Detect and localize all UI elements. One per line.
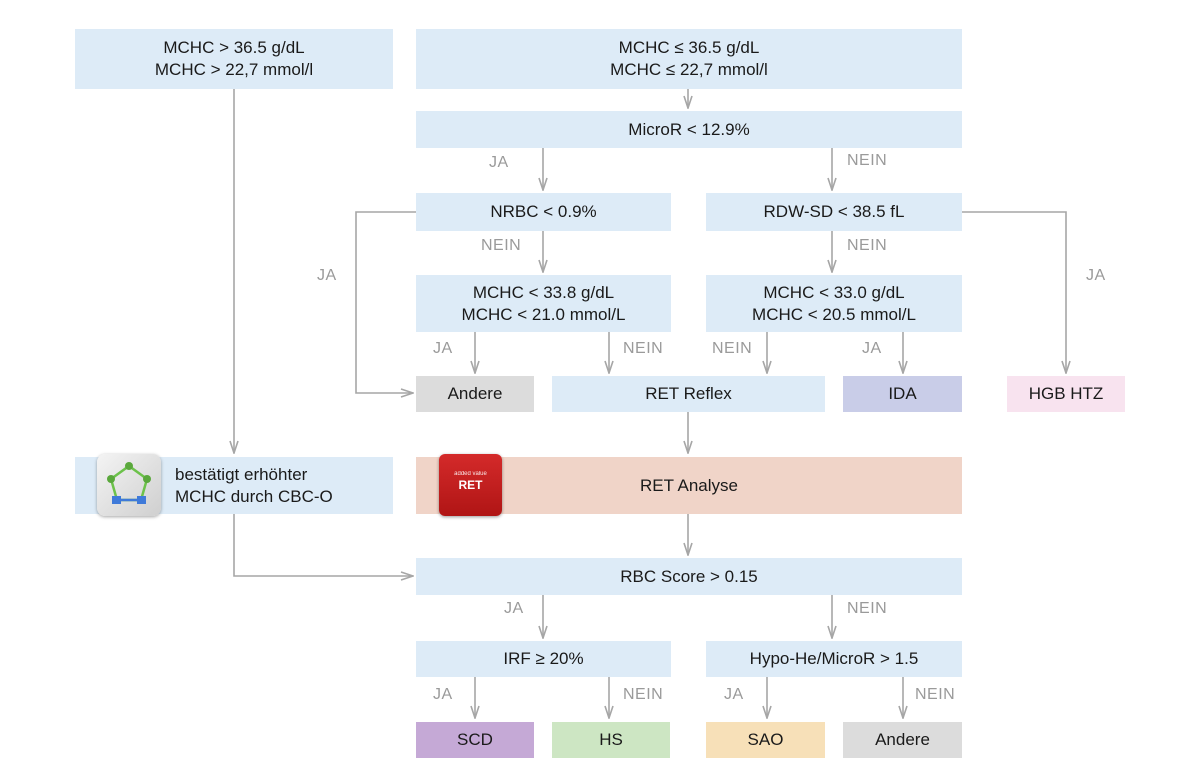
label-mchc338-nein: NEIN (623, 340, 664, 357)
box-hgb-htz: HGB HTZ (1007, 376, 1125, 412)
box-rbc-score: RBC Score > 0.15 (416, 558, 962, 595)
label-mchc330-ja: JA (862, 340, 882, 357)
badge-top-text: added value (454, 471, 487, 477)
box-ret-analyse: RET Analyse (416, 457, 962, 514)
box-mchc-high-line2: MCHC > 22,7 mmol/l (154, 60, 314, 79)
box-mchc-330-line2: MCHC < 20.5 mmol/L (752, 304, 916, 324)
label-irf-nein: NEIN (623, 686, 664, 703)
ret-added-value-badge: added value RET (439, 454, 502, 516)
box-micror: MicroR < 12.9% (416, 111, 962, 148)
label-rdw-nein: NEIN (847, 237, 888, 254)
label-rbc-ja: JA (504, 600, 524, 617)
connector-cbc-to-rbc-score (233, 514, 413, 576)
box-mchc-330-line1: MCHC < 33.0 g/dL (763, 282, 905, 302)
box-sao: SAO (706, 722, 825, 758)
label-micror-nein: NEIN (847, 152, 888, 169)
connector-rdw-ja (962, 211, 1066, 373)
label-rbc-nein: NEIN (847, 600, 888, 617)
box-ida: IDA (843, 376, 962, 412)
box-rdw-sd: RDW-SD < 38.5 fL (706, 193, 962, 231)
label-mchc338-ja: JA (433, 340, 453, 357)
box-ret-reflex: RET Reflex (552, 376, 825, 412)
box-mchc-high-line1: MCHC > 36.5 g/dL (163, 38, 305, 57)
box-mchc-normal-line2: MCHC ≤ 22,7 mmol/l (610, 60, 768, 79)
label-nrbc-nein: NEIN (481, 237, 522, 254)
label-nrbc-ja: JA (317, 267, 337, 284)
box-hs: HS (552, 722, 670, 758)
label-irf-ja: JA (433, 686, 453, 703)
label-mchc330-nein: NEIN (712, 340, 753, 357)
box-cbc-o-line2: MCHC durch CBC-O (175, 486, 333, 506)
label-rdw-ja: JA (1086, 267, 1106, 284)
label-hypo-nein: NEIN (915, 686, 956, 703)
box-irf: IRF ≥ 20% (416, 641, 671, 677)
connector-nrbc-ja (355, 211, 416, 393)
badge-bottom-text: RET (458, 478, 483, 492)
box-hypo-he: Hypo-He/MicroR > 1.5 (706, 641, 962, 677)
box-andere-2: Andere (843, 722, 962, 758)
box-mchc-338-line1: MCHC < 33.8 g/dL (472, 282, 615, 302)
box-nrbc: NRBC < 0.9% (416, 193, 671, 231)
box-mchc-338-line2: MCHC < 21.0 mmol/L (461, 304, 626, 324)
box-mchc-normal: MCHC ≤ 36.5 g/dL MCHC ≤ 22,7 mmol/l (416, 29, 962, 89)
box-cbc-o-line1: bestätigt erhöhter (175, 464, 308, 484)
box-mchc-high: MCHC > 36.5 g/dL MCHC > 22,7 mmol/l (75, 29, 393, 89)
box-mchc-normal-line1: MCHC ≤ 36.5 g/dL (618, 38, 760, 57)
cbc-o-pentagon-icon (97, 454, 161, 516)
box-scd: SCD (416, 722, 534, 758)
label-micror-ja: JA (489, 154, 509, 171)
box-andere-1: Andere (416, 376, 534, 412)
label-hypo-ja: JA (724, 686, 744, 703)
